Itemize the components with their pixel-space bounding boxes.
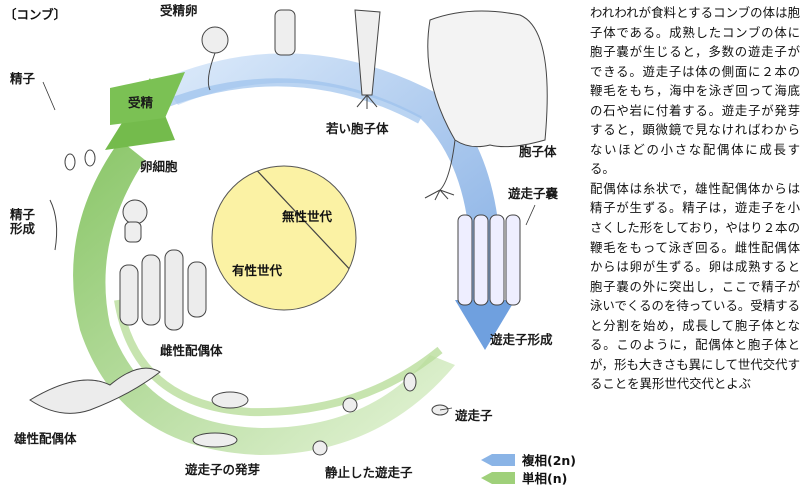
label-sporophyte: 胞子体 xyxy=(519,144,557,159)
haploid-band xyxy=(73,140,456,455)
legend-haploid-label: 単相(n) xyxy=(522,471,568,486)
explanation-text: われわれが食料とするコンブの体は胞子体である。成熟したコンブの体に胞子嚢が生じる… xyxy=(590,3,800,394)
label-young-sporophyte: 若い胞子体 xyxy=(326,121,389,136)
diploid-inner-ring xyxy=(148,78,422,124)
pie-background xyxy=(211,165,357,311)
label-female-gametophyte: 雌性配偶体 xyxy=(160,343,223,358)
label-fertilization: 受精 xyxy=(128,95,154,110)
label-sporangium: 遊走子嚢 xyxy=(508,186,559,201)
label-fertilized-egg: 受精卵 xyxy=(160,3,198,18)
pie-divider xyxy=(257,170,350,270)
fertilized-egg-illustration xyxy=(201,9,296,91)
legend-diploid: 複相(2n) xyxy=(480,450,576,469)
label-sperm: 精子 xyxy=(10,71,36,86)
label-zoospore-germination: 遊走子の発芽 xyxy=(185,462,261,477)
legend-diploid-label: 複相(2n) xyxy=(522,453,577,468)
label-resting-zoospore: 静止した遊走子 xyxy=(325,465,413,480)
diploid-band xyxy=(160,53,502,310)
label-egg-cell: 卵細胞 xyxy=(140,159,178,174)
paragraph-1: われわれが食料とするコンブの体は胞子体である。成熟したコンブの体に胞子嚢が生じる… xyxy=(590,5,800,177)
pie-label-asexual: 無性世代 xyxy=(282,209,333,224)
pie-label-sexual: 有性世代 xyxy=(232,263,283,278)
fertilization-chevron xyxy=(110,72,185,125)
female-gametophyte-illustration xyxy=(119,249,207,331)
sperm-illustrations xyxy=(49,149,96,251)
diagram-header: 〔コンブ〕 xyxy=(4,7,67,22)
haploid-inner-ring xyxy=(114,299,443,417)
life-cycle-diagram: 無性世代 有性世代 xyxy=(29,9,548,456)
egg-cell-illustration xyxy=(122,199,148,243)
legend-haploid: 単相(n) xyxy=(480,468,567,487)
paragraph-2: 配偶体は糸状で，雄性配偶体からは精子が生ずる。精子は，遊走子を小さくした形をして… xyxy=(590,180,800,392)
label-zoospore: 遊走子 xyxy=(455,408,493,423)
legend-diploid-swatch xyxy=(481,453,515,466)
label-male-gametophyte: 雄性配偶体 xyxy=(14,431,77,446)
sporangium-illustration xyxy=(457,214,521,306)
young-sporophyte-illustration xyxy=(354,9,381,109)
legend-haploid-swatch xyxy=(481,471,515,484)
zoospore-illustrations xyxy=(192,372,449,456)
male-gametophyte-illustration xyxy=(29,367,161,414)
sporophyte-illustration xyxy=(424,10,548,201)
label-sperm-formation: 精子形成 xyxy=(10,207,36,236)
leader-lines xyxy=(42,81,536,411)
diploid-arrowhead xyxy=(455,300,515,350)
label-zoospore-formation: 遊走子形成 xyxy=(490,332,553,347)
